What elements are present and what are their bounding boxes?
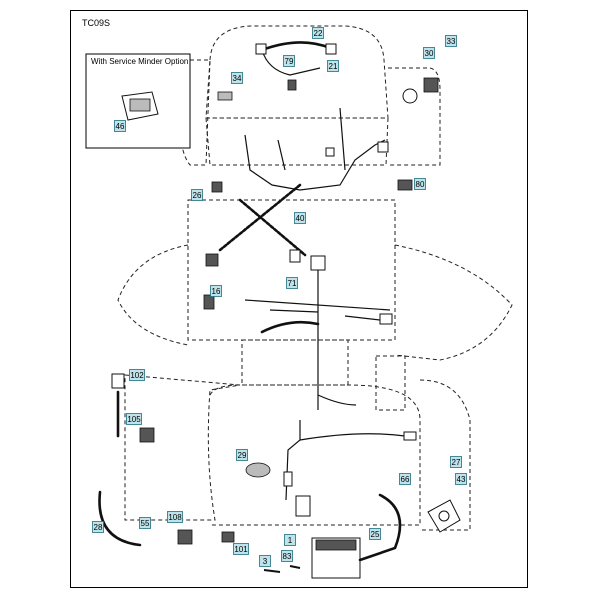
callout-40: 40 bbox=[294, 212, 306, 224]
callout-55: 55 bbox=[139, 517, 151, 529]
callout-inset-46: 46 bbox=[114, 120, 126, 132]
svg-text:30: 30 bbox=[425, 49, 434, 58]
callout-43: 43 bbox=[455, 473, 467, 485]
callout-66: 66 bbox=[399, 473, 411, 485]
svg-text:16: 16 bbox=[212, 287, 221, 296]
tractor-outline bbox=[117, 25, 513, 531]
callout-101: 101 bbox=[233, 543, 249, 555]
svg-text:40: 40 bbox=[296, 214, 305, 223]
diagram-code: TC09S bbox=[82, 18, 110, 28]
callout-22: 22 bbox=[312, 27, 324, 39]
svg-text:43: 43 bbox=[457, 475, 466, 484]
callout-80: 80 bbox=[414, 178, 426, 190]
svg-text:79: 79 bbox=[285, 57, 294, 66]
callout-83: 83 bbox=[281, 550, 293, 562]
callout-71: 71 bbox=[286, 277, 298, 289]
callout-29: 29 bbox=[236, 449, 248, 461]
svg-text:71: 71 bbox=[288, 279, 297, 288]
callout-105: 105 bbox=[126, 413, 142, 425]
callout-102: 102 bbox=[129, 369, 145, 381]
callout-25: 25 bbox=[369, 528, 381, 540]
service-minder-inset: With Service Minder Option bbox=[85, 53, 191, 149]
callout-108: 108 bbox=[167, 511, 183, 523]
svg-text:108: 108 bbox=[168, 513, 182, 522]
svg-text:83: 83 bbox=[283, 552, 292, 561]
callout-16: 16 bbox=[210, 285, 222, 297]
callout-33: 33 bbox=[445, 35, 457, 47]
svg-text:27: 27 bbox=[452, 458, 461, 467]
svg-text:55: 55 bbox=[141, 519, 150, 528]
callout-21: 21 bbox=[327, 60, 339, 72]
inset-title: With Service Minder Option bbox=[91, 57, 188, 66]
svg-text:80: 80 bbox=[416, 180, 425, 189]
callout-27: 27 bbox=[450, 456, 462, 468]
harness-drawing bbox=[98, 41, 461, 579]
svg-text:34: 34 bbox=[233, 74, 242, 83]
svg-text:46: 46 bbox=[116, 122, 125, 131]
callout-1: 1 bbox=[284, 534, 296, 546]
callout-28: 28 bbox=[92, 521, 104, 533]
svg-text:25: 25 bbox=[371, 530, 380, 539]
svg-text:66: 66 bbox=[401, 475, 410, 484]
svg-text:101: 101 bbox=[234, 545, 248, 554]
callout-30: 30 bbox=[423, 47, 435, 59]
svg-text:102: 102 bbox=[130, 371, 144, 380]
svg-text:33: 33 bbox=[447, 37, 456, 46]
svg-text:29: 29 bbox=[238, 451, 247, 460]
svg-text:28: 28 bbox=[94, 523, 103, 532]
svg-text:26: 26 bbox=[193, 191, 202, 200]
callout-26: 26 bbox=[191, 189, 203, 201]
callout-labels: 22 79 21 34 30 33 80 26 40 71 16 102 105 29 27 66 43 28 55… bbox=[92, 27, 467, 567]
svg-text:105: 105 bbox=[127, 415, 141, 424]
svg-text:1: 1 bbox=[288, 536, 293, 545]
callout-79: 79 bbox=[283, 55, 295, 67]
svg-text:21: 21 bbox=[329, 62, 338, 71]
callout-34: 34 bbox=[231, 72, 243, 84]
svg-text:22: 22 bbox=[314, 29, 323, 38]
svg-text:3: 3 bbox=[263, 557, 268, 566]
callout-3: 3 bbox=[259, 555, 271, 567]
